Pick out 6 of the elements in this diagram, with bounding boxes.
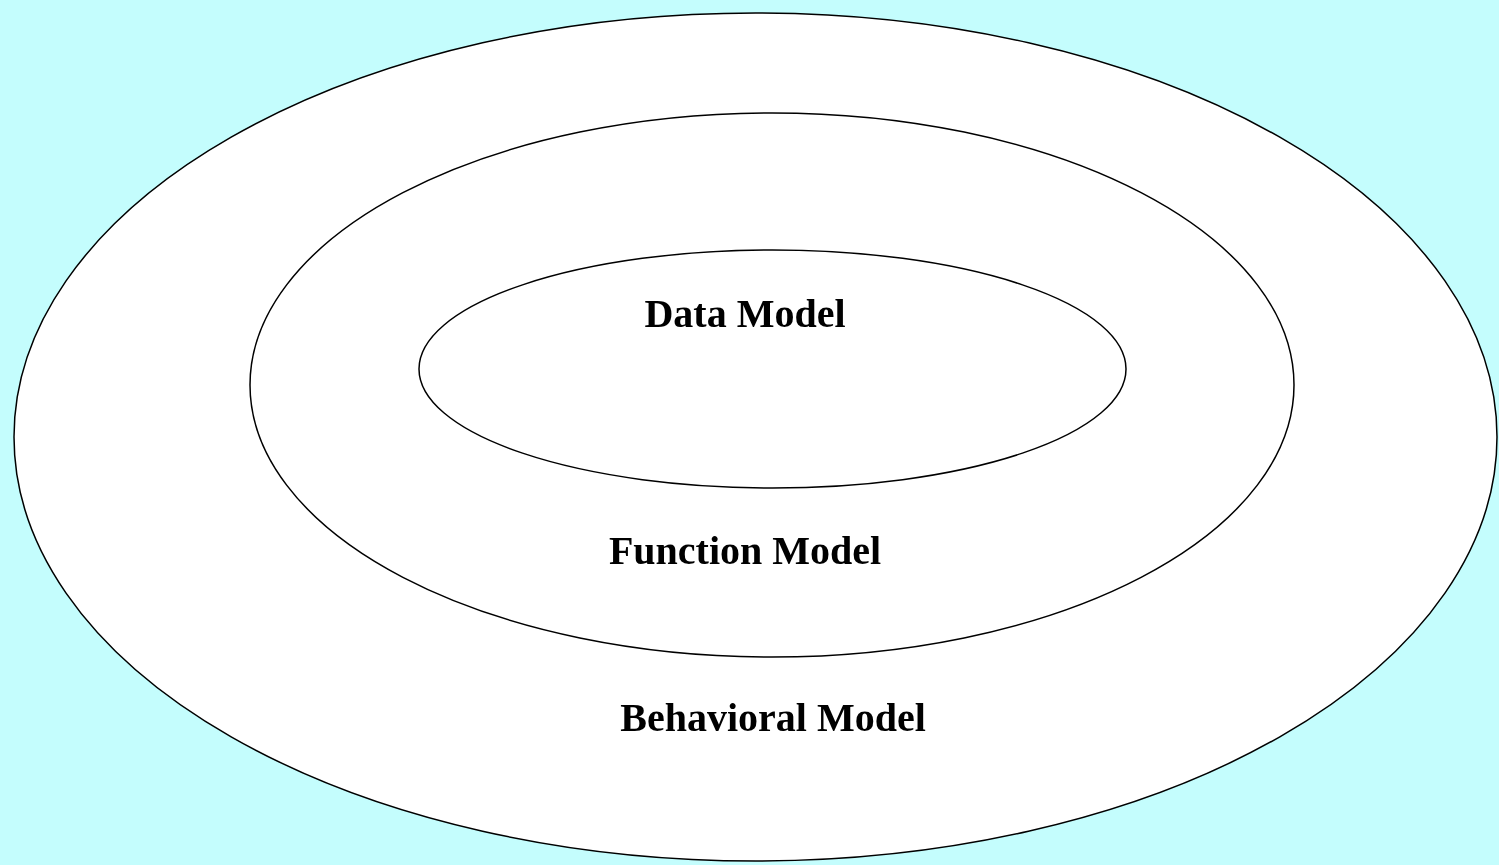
model-ellipse bbox=[418, 249, 1127, 489]
model-label: Function Model bbox=[608, 526, 882, 574]
model-ellipse bbox=[13, 12, 1498, 862]
model-label: Behavioral Model bbox=[620, 693, 926, 741]
model-ellipse bbox=[249, 112, 1295, 658]
model-label: Data Model bbox=[644, 289, 846, 337]
